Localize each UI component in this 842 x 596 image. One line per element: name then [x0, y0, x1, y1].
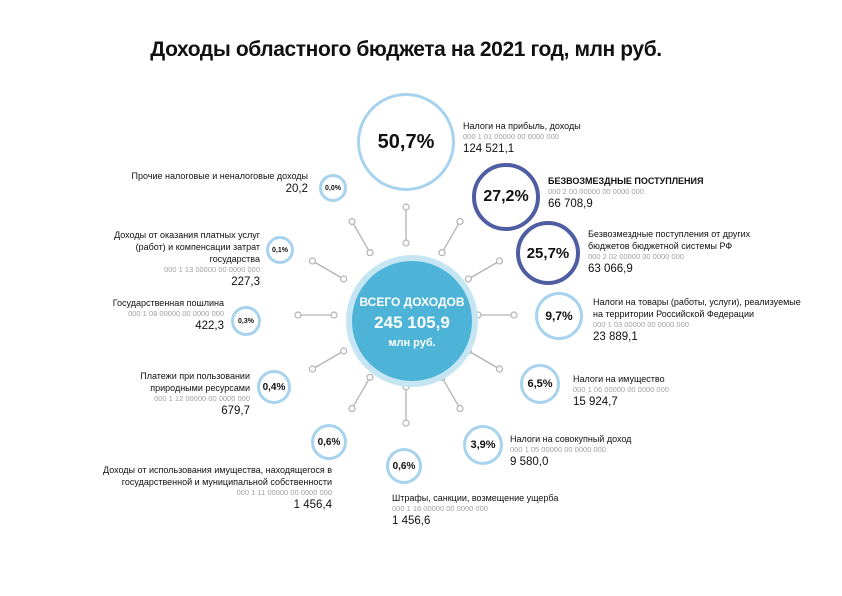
- spoke-dot: [366, 373, 374, 381]
- pct-circle-fines: 0,6%: [386, 448, 422, 484]
- spoke-line: [312, 260, 344, 280]
- spoke-dot: [438, 249, 446, 257]
- page-title: Доходы областного бюджета на 2021 год, м…: [150, 38, 662, 61]
- spoke-dot: [366, 249, 374, 257]
- total-label: ВСЕГО ДОХОДОВ: [359, 295, 465, 309]
- pct-circle-property-use-income: 0,6%: [311, 424, 347, 460]
- label-other-income: Прочие налоговые и неналоговые доходы 20…: [131, 171, 308, 195]
- spoke-dot: [330, 311, 338, 319]
- spoke-dot: [348, 217, 356, 226]
- spoke-line: [441, 377, 461, 409]
- pct-circle-budget-transfers: 25,7%: [516, 221, 580, 285]
- label-property-use-income: Доходы от использования имущества, наход…: [103, 465, 332, 511]
- label-state-duty: Государственная пошлина 000 1 08 00000 0…: [112, 298, 224, 332]
- label-gratuitous-receipts: БЕЗВОЗМЕЗДНЫЕ ПОСТУПЛЕНИЯ 000 2 00 00000…: [548, 176, 704, 210]
- spoke-line: [351, 377, 371, 409]
- spoke-dot: [340, 347, 348, 355]
- spoke-dot: [340, 275, 348, 283]
- pct-circle-gratuitous-receipts: 27,2%: [472, 163, 540, 231]
- spoke-dot: [495, 257, 504, 265]
- spoke-line: [351, 221, 371, 253]
- spoke-line: [441, 221, 461, 253]
- spoke-line: [468, 350, 500, 370]
- label-budget-transfers: Безвозмездные поступления от других бюдж…: [588, 229, 751, 275]
- total-value: 245 105,9: [374, 313, 450, 332]
- pct-circle-state-duty: 0,3%: [231, 306, 261, 336]
- pct-circle-goods-tax: 9,7%: [535, 292, 583, 340]
- spoke-line: [468, 260, 500, 280]
- pct-circle-property-tax: 6,5%: [520, 364, 560, 404]
- pct-circle-other-income: 0,0%: [319, 174, 347, 202]
- label-paid-services: Доходы от оказания платных услуг (работ)…: [114, 230, 260, 288]
- label-goods-tax: Налоги на товары (работы, услуги), реали…: [593, 297, 801, 343]
- spoke-dot: [294, 311, 302, 319]
- label-aggregate-income-tax: Налоги на совокупный доход 000 1 05 0000…: [510, 434, 632, 468]
- spoke-dot: [348, 404, 356, 413]
- spoke-line: [312, 350, 344, 370]
- label-natural-resources: Платежи при пользовании природными ресур…: [140, 371, 250, 417]
- total-income-circle: ВСЕГО ДОХОДОВ 245 105,9 млн руб.: [346, 255, 478, 387]
- spoke-dot: [402, 419, 410, 427]
- spoke-dot: [402, 203, 410, 211]
- label-property-tax: Налоги на имущество 000 1 06 00000 00 00…: [573, 374, 669, 408]
- pct-circle-natural-resources: 0,4%: [257, 370, 291, 404]
- pct-circle-paid-services: 0,1%: [266, 236, 294, 264]
- label-fines: Штрафы, санкции, возмещение ущерба 000 1…: [392, 493, 559, 527]
- total-unit: млн руб.: [388, 337, 436, 349]
- label-profit-tax: Налоги на прибыль, доходы 000 1 01 00000…: [463, 121, 581, 155]
- spoke-dot: [456, 217, 464, 226]
- spoke-dot: [495, 365, 504, 373]
- spoke-dot: [510, 311, 518, 319]
- spoke-dot: [402, 239, 410, 247]
- pct-circle-aggregate-income-tax: 3,9%: [463, 425, 503, 465]
- spoke-dot: [308, 257, 317, 265]
- spoke-dot: [308, 365, 317, 373]
- spoke-dot: [464, 275, 472, 283]
- pct-circle-profit-tax: 50,7%: [357, 93, 455, 191]
- spoke-dot: [456, 404, 464, 413]
